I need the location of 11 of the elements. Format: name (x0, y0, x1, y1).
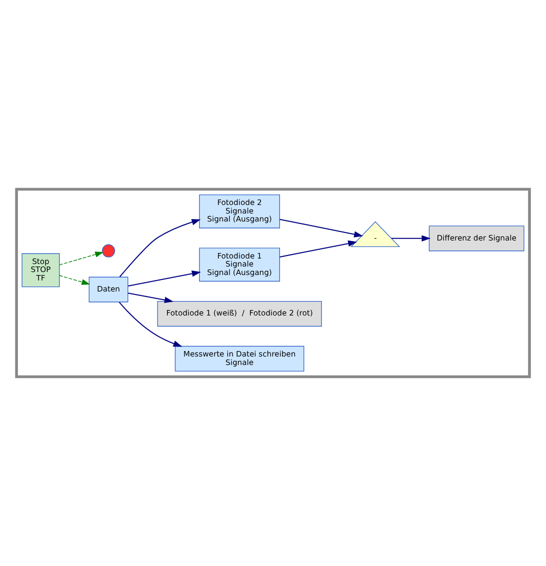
arrow (280, 240, 358, 258)
arrow (128, 292, 174, 304)
arrow (391, 235, 431, 242)
node-circle (102, 244, 116, 258)
cluster (15, 188, 531, 378)
arrow (118, 302, 182, 347)
arrow (128, 270, 201, 286)
arrow (119, 219, 201, 278)
arrow (280, 218, 364, 238)
arrow (59, 275, 90, 285)
arrow (59, 252, 104, 266)
